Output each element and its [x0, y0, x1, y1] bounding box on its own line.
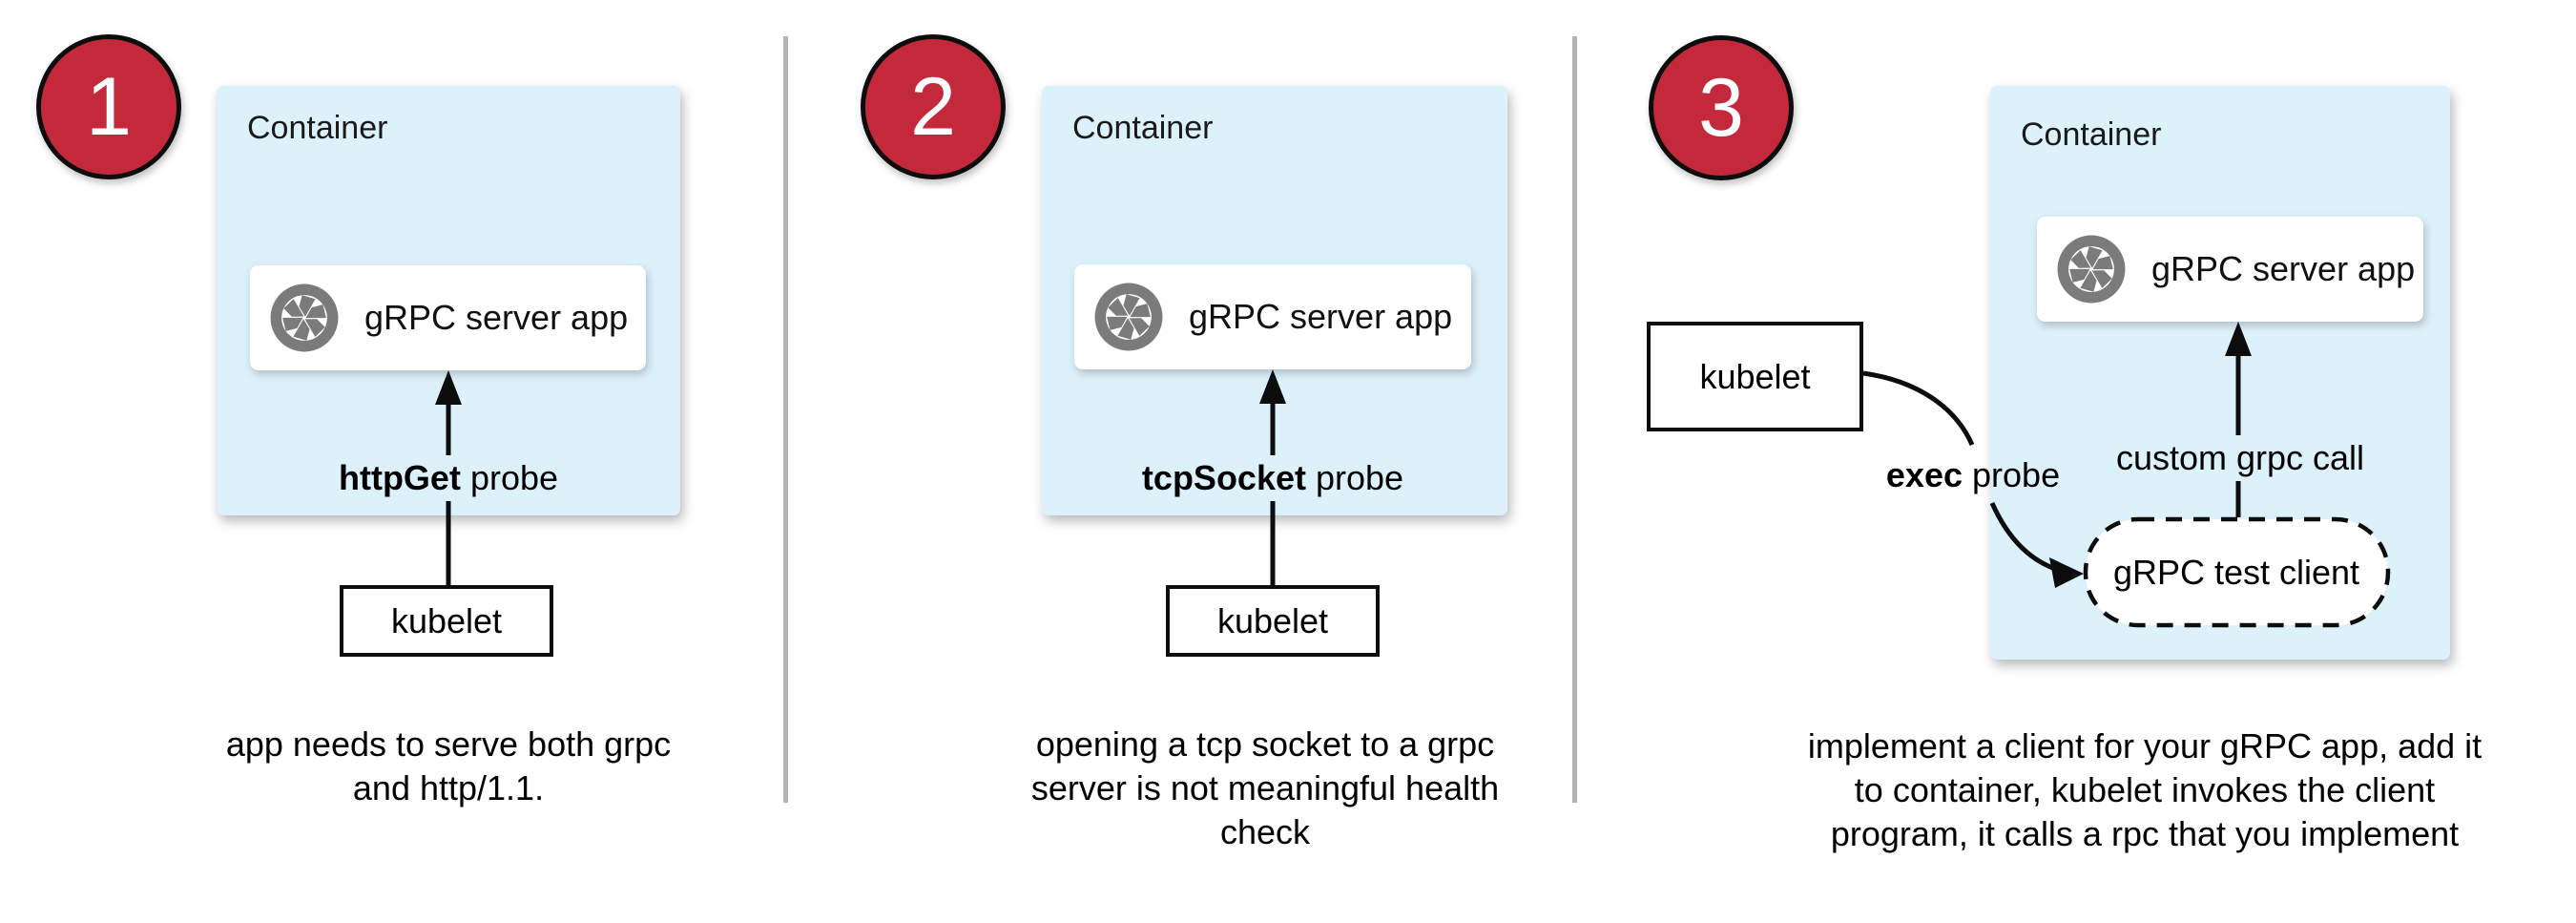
container-label-2: Container	[1072, 110, 1214, 146]
caption-2-line-1: opening a tcp socket to a grpc	[1035, 724, 1495, 764]
httpget-probe-rest: probe	[460, 458, 559, 497]
custom-grpc-call-label: custom grpc call	[2106, 435, 2375, 481]
grpc-server-app-box-2: gRPC server app	[1074, 264, 1471, 369]
grpc-test-client-label: gRPC test client	[2112, 553, 2360, 592]
kubelet-label-3: kubelet	[1699, 356, 1811, 396]
caption-3-line-3: program, it calls a rpc that you impleme…	[1830, 814, 2460, 853]
kubelet-box-3: kubelet	[1647, 322, 1863, 431]
kubelet-box-2: kubelet	[1166, 585, 1380, 657]
step-2-number: 2	[910, 61, 956, 153]
kubelet-label-1: kubelet	[390, 600, 503, 640]
panel-divider-1	[783, 36, 788, 803]
kubelet-label-2: kubelet	[1216, 600, 1329, 640]
step-2-badge: 2	[861, 34, 1006, 179]
caption-3-line-1: implement a client for your gRPC app, ad…	[1807, 726, 2483, 766]
container-label-3: Container	[2021, 116, 2162, 153]
aperture-icon	[1094, 283, 1163, 351]
step-3-number: 3	[1698, 62, 1744, 154]
grpc-server-app-label-3: gRPC server app	[2151, 249, 2416, 288]
step-1-badge: 1	[36, 34, 181, 179]
aperture-icon	[2057, 235, 2126, 304]
httpget-probe-bold: httpGet	[338, 458, 461, 497]
caption-2-line-2: server is not meaningful health	[1030, 768, 1500, 808]
step-1-number: 1	[86, 61, 132, 153]
caption-3: implement a client for your gRPC app, ad…	[1801, 724, 2488, 856]
grpc-server-app-label-2: gRPC server app	[1189, 297, 1453, 336]
caption-1: app needs to serve both grpc and http/1.…	[162, 723, 735, 810]
step-3-badge: 3	[1649, 35, 1794, 180]
kubelet-box-1: kubelet	[340, 585, 553, 657]
exec-probe-bold: exec	[1885, 455, 1963, 494]
container-label-1: Container	[247, 110, 388, 146]
httpget-probe-label: httpGet probe	[328, 455, 569, 501]
panel-divider-2	[1572, 36, 1577, 803]
grpc-server-app-box-1: gRPC server app	[250, 265, 646, 370]
grpc-server-app-label-1: gRPC server app	[364, 298, 629, 337]
tcpsocket-probe-bold: tcpSocket	[1141, 458, 1306, 497]
tcpsocket-probe-rest: probe	[1305, 458, 1404, 497]
caption-2: opening a tcp socket to a grpc server is…	[979, 723, 1551, 854]
caption-3-line-2: to container, kubelet invokes the client	[1854, 770, 2436, 809]
exec-probe-rest: probe	[1963, 455, 2061, 494]
tcpsocket-probe-label: tcpSocket probe	[1132, 455, 1414, 501]
caption-1-line-2: and http/1.1.	[352, 768, 545, 808]
caption-2-line-3: check	[1219, 812, 1311, 851]
aperture-icon	[270, 283, 339, 352]
caption-1-line-1: app needs to serve both grpc	[225, 724, 672, 764]
exec-probe-label: exec probe	[1886, 455, 2060, 495]
grpc-server-app-box-3: gRPC server app	[2037, 217, 2423, 322]
